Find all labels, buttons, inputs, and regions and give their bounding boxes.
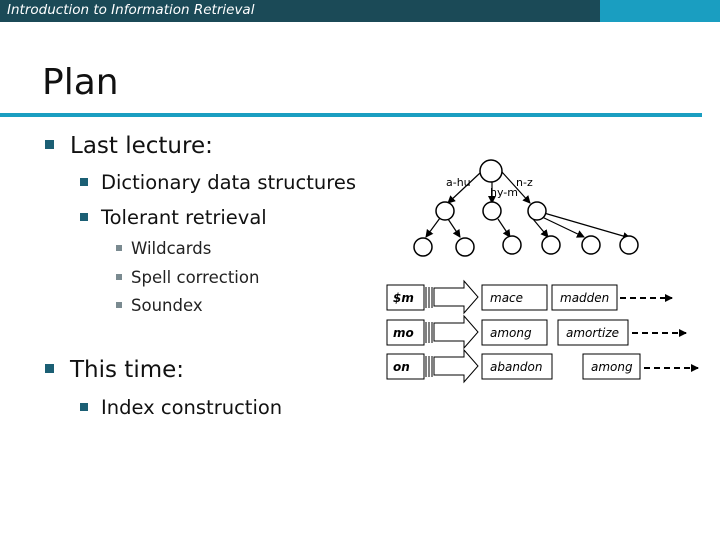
posting-entry: among — [490, 326, 532, 340]
course-title: Introduction to Information Retrieval — [7, 2, 255, 18]
block-arrow-icon — [433, 279, 479, 315]
bullet-square-icon — [80, 213, 88, 221]
bullet-text: Soundex — [131, 296, 203, 315]
btree: a-hu hy-m n-z — [413, 159, 639, 257]
tree-leaf-node — [541, 235, 561, 255]
tree-edge — [501, 171, 531, 204]
bullet-this-time: This time: — [45, 357, 184, 383]
tree-leaf-node — [619, 235, 639, 255]
bullet-text: Wildcards — [131, 239, 212, 258]
tree-edge — [539, 215, 585, 238]
bullet-text: Spell correction — [131, 268, 260, 287]
title-divider — [0, 113, 702, 117]
term-label: $m — [393, 291, 414, 305]
bullet-text: Index construction — [101, 396, 283, 419]
pointer-array-icon — [425, 322, 433, 343]
posting-entry-box — [481, 319, 548, 346]
posting-entry: among — [591, 360, 633, 374]
posting-entry: madden — [560, 291, 609, 305]
bullet-text: Tolerant retrieval — [101, 206, 267, 229]
bullet-dictionary: Dictionary data structures — [80, 171, 356, 194]
tree-label-right: n-z — [516, 176, 533, 189]
term-label: mo — [393, 326, 414, 340]
posting-entry-box — [551, 284, 618, 311]
bullet-square-icon — [80, 178, 88, 186]
bullet-square-icon — [45, 364, 54, 373]
posting-entry: amortize — [566, 326, 619, 340]
bullet-last-lecture: Last lecture: — [45, 133, 213, 159]
bullet-soundex: Soundex — [116, 296, 203, 315]
bullet-wildcards: Wildcards — [116, 239, 211, 258]
pointer-array-icon — [425, 356, 433, 377]
bullet-spell: Spell correction — [116, 268, 259, 287]
posting-entry-box — [481, 284, 548, 311]
term-box — [386, 319, 425, 346]
page-title: Plan — [42, 62, 119, 103]
bullet-tolerant: Tolerant retrieval — [80, 206, 267, 229]
tree-root-node — [479, 159, 503, 183]
tree-node — [482, 201, 502, 221]
bullet-text: Last lecture: — [70, 133, 213, 159]
term-box — [386, 284, 425, 311]
bullet-square-icon — [116, 245, 122, 251]
tree-leaf-node — [413, 237, 433, 257]
tree-edge — [425, 217, 441, 238]
posting-entry-box — [557, 319, 629, 346]
tree-node — [527, 201, 547, 221]
tree-edge — [447, 172, 481, 204]
bullet-square-icon — [116, 274, 122, 280]
block-arrow-icon — [433, 348, 479, 384]
term-label: on — [393, 360, 410, 374]
tree-edge — [543, 212, 631, 240]
posting-entry-box — [582, 353, 641, 380]
bullet-index-construction: Index construction — [80, 396, 282, 419]
bullet-text: Dictionary data structures — [101, 171, 356, 194]
tree-node — [435, 201, 455, 221]
posting-row-1: $m mace madden — [386, 279, 673, 315]
bullet-text: This time: — [70, 357, 185, 383]
tree-edge — [447, 218, 461, 238]
tree-leaf-node — [502, 235, 522, 255]
header-bar: Introduction to Information Retrieval — [0, 0, 720, 22]
tree-leaf-node — [455, 237, 475, 257]
tree-label-middle: hy-m — [490, 186, 518, 199]
tree-leaf-node — [581, 235, 601, 255]
tree-edge — [532, 218, 549, 238]
block-arrow-icon — [433, 314, 479, 350]
bullet-square-icon — [80, 403, 88, 411]
tree-label-left: a-hu — [446, 176, 471, 189]
posting-entry: mace — [490, 291, 523, 305]
tree-edge — [497, 218, 511, 238]
term-box — [386, 353, 425, 380]
posting-entry-box — [481, 353, 553, 380]
posting-entry: abandon — [490, 360, 543, 374]
bullet-square-icon — [116, 302, 122, 308]
posting-row-2: mo among amortize — [386, 314, 687, 350]
posting-row-3: on abandon among — [386, 348, 699, 384]
header-accent — [600, 0, 720, 22]
bullet-square-icon — [45, 140, 54, 149]
pointer-array-icon — [425, 287, 433, 308]
